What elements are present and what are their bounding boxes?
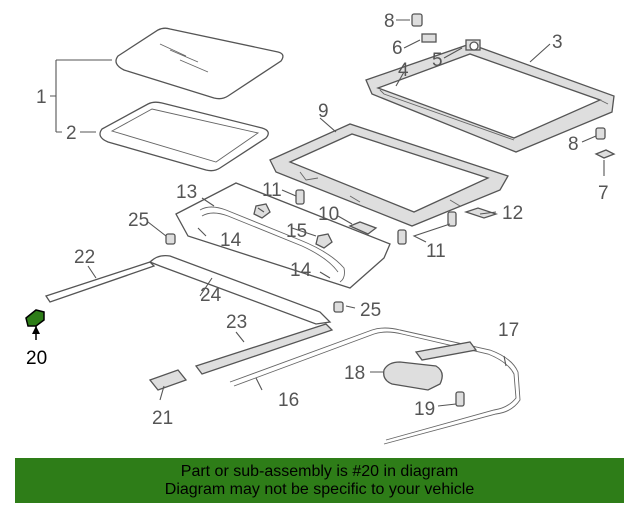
drive-cable-16 [229,327,521,445]
callout-12: 12 [502,203,523,224]
info-banner: Part or sub-assembly is #20 in diagram D… [15,458,624,503]
callout-14a: 14 [220,230,242,251]
callout-8b: 8 [568,134,579,155]
callout-18: 18 [344,363,365,384]
glass-panel [115,27,284,100]
bracket-21 [148,369,188,391]
guide-rail-24 [148,254,332,325]
callout-1: 1 [36,87,47,108]
weatherstrip-22 [44,261,156,303]
part-20-highlighted[interactable] [25,309,45,340]
bracket-10 [348,221,378,235]
callout-16: 16 [278,390,299,411]
callout-9: 9 [318,101,329,122]
drain-hose-panel [175,182,391,289]
callout-25b: 25 [360,300,381,321]
leader-lines [50,19,605,407]
callout-17: 17 [498,320,519,341]
callout-22: 22 [74,247,95,268]
parts-diagram: 1 2 3 4 5 6 7 8 8 9 10 11 11 12 13 14 14… [25,11,616,445]
callout-14b: 14 [290,260,312,281]
callout-8a: 8 [384,11,395,32]
callout-2: 2 [66,123,77,144]
callout-24: 24 [200,285,222,306]
deflector-23 [194,323,334,375]
callout-11b: 11 [426,241,446,262]
glass-seal [99,101,269,172]
callout-6: 6 [392,38,403,59]
sunshade-module [365,39,615,153]
banner-line-1: Part or sub-assembly is #20 in diagram [180,462,459,480]
pad-12 [463,207,499,219]
callout-15: 15 [286,221,307,242]
callout-5: 5 [432,50,443,71]
clip-15b [315,233,333,249]
banner-line-2: Diagram may not be specific to your vehi… [164,480,475,498]
callout-13: 13 [176,182,197,203]
sunroof-frame [269,123,509,227]
callout-19: 19 [414,399,435,420]
callout-21: 21 [152,408,173,429]
callout-4: 4 [398,60,409,81]
callout-20: 20 [26,348,47,369]
cable-guide-17 [414,341,478,361]
callout-25a: 25 [128,210,149,231]
callout-3: 3 [552,32,563,53]
fasteners [165,13,616,407]
callout-11a: 11 [262,180,282,201]
callout-7: 7 [598,183,609,204]
sunroof-motor-18 [383,361,443,391]
callout-10: 10 [318,204,339,225]
callout-23: 23 [226,312,247,333]
